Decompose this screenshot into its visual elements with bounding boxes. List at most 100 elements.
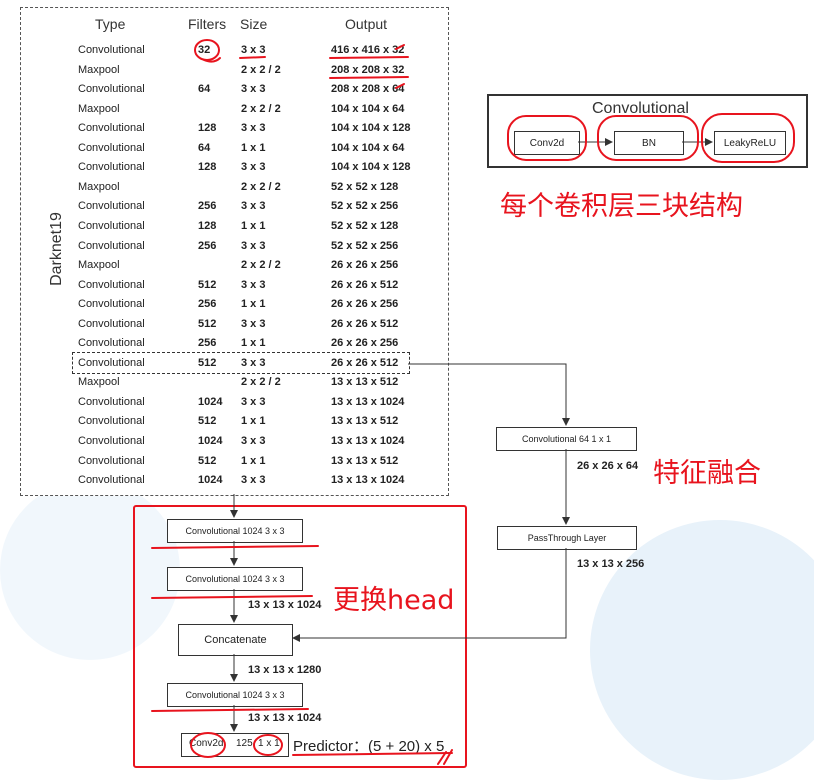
row-filters: 1024 xyxy=(198,474,223,486)
annotation-circle-conv2d xyxy=(507,115,587,161)
row-type: Convolutional xyxy=(78,435,145,447)
annotation-underline-predictor xyxy=(292,752,453,756)
row-output: 52 x 52 x 128 xyxy=(331,220,399,232)
background-blob xyxy=(590,520,814,780)
row-type: Convolutional xyxy=(78,318,145,330)
row-size: 1 x 1 xyxy=(241,220,266,232)
row-type: Convolutional xyxy=(78,220,145,232)
annotation-tick xyxy=(203,57,221,63)
row-size: 3 x 3 xyxy=(241,396,266,408)
row-filters: 256 xyxy=(198,200,217,212)
row-output: 208 x 208 x 64 xyxy=(331,83,405,95)
background-blob xyxy=(0,480,180,660)
row-output: 26 x 26 x 256 xyxy=(331,259,399,271)
row-type: Convolutional xyxy=(78,240,145,252)
row-filters: 512 xyxy=(198,455,217,467)
row-type: Convolutional xyxy=(78,298,145,310)
row-output: 13 x 13 x 512 xyxy=(331,415,399,427)
row-output: 13 x 13 x 512 xyxy=(331,455,399,467)
replaced-head-region xyxy=(133,505,467,768)
row-output: 52 x 52 x 128 xyxy=(331,181,399,193)
header-size: Size xyxy=(240,16,268,32)
row-filters: 64 xyxy=(198,83,211,95)
three-part-structure-caption: 每个卷积层三块结构 xyxy=(500,191,743,222)
row-size: 1 x 1 xyxy=(241,337,266,349)
row-output: 104 x 104 x 64 xyxy=(331,103,405,115)
row-size: 3 x 3 xyxy=(241,240,266,252)
row-type: Convolutional xyxy=(78,337,145,349)
row-size: 1 x 1 xyxy=(241,415,266,427)
row-size: 2 x 2 / 2 xyxy=(241,259,281,271)
annotation-underline-conv2 xyxy=(151,595,313,599)
head-dim-1: 13 x 13 x 1024 xyxy=(248,599,322,611)
row-output: 13 x 13 x 1024 xyxy=(331,396,405,408)
row-filters: 128 xyxy=(198,122,217,134)
row-size: 3 x 3 xyxy=(241,279,266,291)
annotation-circle-bn xyxy=(597,115,699,161)
leakyrelu-block: LeakyReLU xyxy=(714,131,786,155)
row-type: Maxpool xyxy=(78,181,120,193)
row-output: 104 x 104 x 64 xyxy=(331,142,405,154)
row-filters: 512 xyxy=(198,357,217,369)
row-output: 26 x 26 x 256 xyxy=(331,337,399,349)
head-conv-3: Convolutional 1024 3 x 3 xyxy=(167,683,303,707)
passthrough-dim-2: 13 x 13 x 256 xyxy=(577,558,645,570)
row-output: 13 x 13 x 1024 xyxy=(331,435,405,447)
darknet19-table xyxy=(20,7,449,496)
row-type: Convolutional xyxy=(78,415,145,427)
row-filters: 512 xyxy=(198,415,217,427)
convolutional-block-title: Convolutional xyxy=(592,100,689,117)
conv2d-block: Conv2d xyxy=(514,131,580,155)
row-filters: 512 xyxy=(198,279,217,291)
row-filters: 256 xyxy=(198,337,217,349)
row-filters: 1024 xyxy=(198,435,223,447)
row-output: 52 x 52 x 256 xyxy=(331,200,399,212)
annotation-circle-filters xyxy=(194,39,220,61)
annotation-circle-leaky xyxy=(701,113,795,163)
row-size: 3 x 3 xyxy=(241,435,266,447)
concatenate-box: Concatenate xyxy=(178,624,293,656)
row-size: 1 x 1 xyxy=(241,142,266,154)
row-output: 13 x 13 x 512 xyxy=(331,376,399,388)
final-conv-type: Conv2d xyxy=(189,738,224,749)
row-size: 1 x 1 xyxy=(241,298,266,310)
replace-head-caption: 更换head xyxy=(333,585,455,616)
row-type: Maxpool xyxy=(78,259,120,271)
row-type: Convolutional xyxy=(78,396,145,408)
row-size: 3 x 3 xyxy=(241,200,266,212)
row-output: 13 x 13 x 1024 xyxy=(331,474,405,486)
head-dim-2: 13 x 13 x 1280 xyxy=(248,664,322,676)
row-size: 1 x 1 xyxy=(241,455,266,467)
arrow-to-concatenate xyxy=(292,548,567,642)
row-type: Convolutional xyxy=(78,83,145,95)
header-type: Type xyxy=(95,16,126,32)
row-filters: 256 xyxy=(198,298,217,310)
row-output: 52 x 52 x 256 xyxy=(331,240,399,252)
bn-block: BN xyxy=(614,131,684,155)
arrow-to-passthrough xyxy=(408,363,570,426)
row-size: 2 x 2 / 2 xyxy=(241,64,281,76)
annotation-underline-conv3 xyxy=(151,708,309,712)
row-type: Convolutional xyxy=(78,122,145,134)
row-size: 3 x 3 xyxy=(241,318,266,330)
passthrough-dim-1: 26 x 26 x 64 xyxy=(577,460,639,472)
row-size: 3 x 3 xyxy=(241,357,266,369)
row-filters: 1024 xyxy=(198,396,223,408)
row-size: 2 x 2 / 2 xyxy=(241,103,281,115)
row-type: Convolutional xyxy=(78,142,145,154)
feature-fusion-caption: 特征融合 xyxy=(653,458,761,489)
row-output: 208 x 208 x 32 xyxy=(331,64,405,76)
row-output: 26 x 26 x 512 xyxy=(331,318,399,330)
row-type: Convolutional xyxy=(78,200,145,212)
row-type: Convolutional xyxy=(78,279,145,291)
row-size: 2 x 2 / 2 xyxy=(241,376,281,388)
row-output: 104 x 104 x 128 xyxy=(331,161,411,173)
row-size: 3 x 3 xyxy=(241,122,266,134)
header-output: Output xyxy=(345,16,388,32)
head-conv-1: Convolutional 1024 3 x 3 xyxy=(167,519,303,543)
row-type: Convolutional xyxy=(78,44,145,56)
annotation-circle-final-conv xyxy=(190,732,226,758)
row-filters: 256 xyxy=(198,240,217,252)
row-output: 416 x 416 x 32 xyxy=(331,44,405,56)
